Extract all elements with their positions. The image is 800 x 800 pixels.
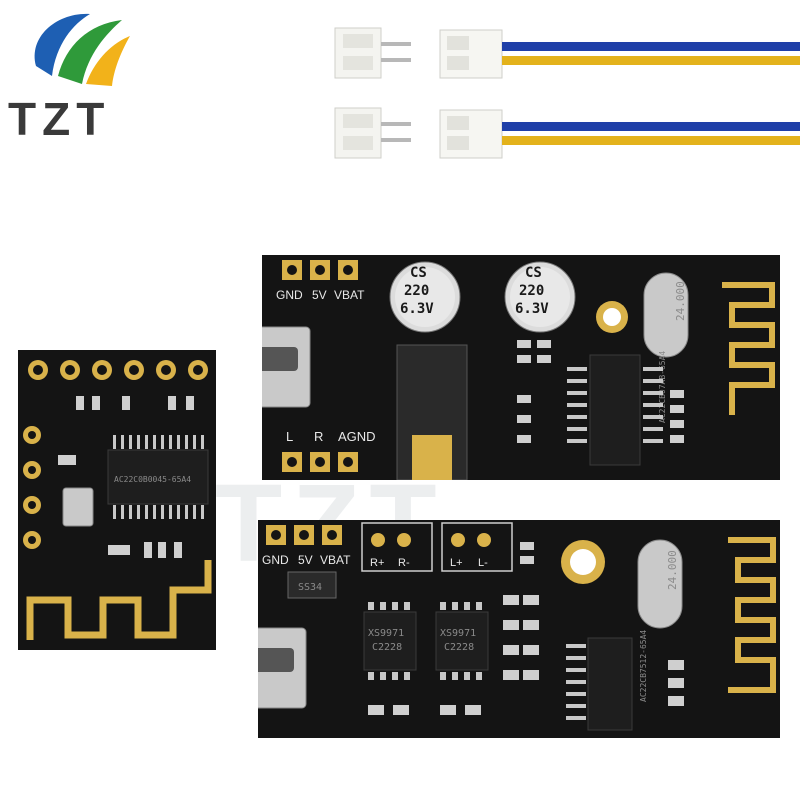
svg-text:220: 220 [519,283,544,299]
svg-text:C2228: C2228 [372,642,402,653]
board-top-label-gnd: GND [276,288,303,302]
svg-text:220: 220 [404,283,429,299]
amp-chip-2: XS9971 C2228 [435,611,489,671]
connector-cable-1 [334,27,800,79]
main-chip: AC22CB07AB-65A4 [589,351,667,466]
small-board-crystal [62,487,94,527]
board-top-label-agnd: AGND [338,429,376,444]
tzt-logo-icon [34,13,130,86]
capacitor-2: CS 220 6.3V [504,261,576,333]
svg-text:XS9971: XS9971 [440,628,476,639]
board-bottom-label-vbat: VBAT [320,553,351,567]
svg-text:CS: CS [410,265,427,281]
board-small: AC22C0B0045-65A4 [18,350,216,650]
svg-text:SS34: SS34 [298,582,322,593]
svg-text:XS9971: XS9971 [368,628,404,639]
svg-text:AC22CB7512-65A4: AC22CB7512-65A4 [639,630,648,702]
connector-cable-2 [334,107,800,159]
amp-chip-1: XS9971 C2228 [363,611,417,671]
small-board-antenna [26,560,212,640]
antenna-trace [722,282,775,415]
speaker-label-r-minus: R- [398,557,410,569]
tzt-logo [18,6,138,91]
antenna-trace-bottom [728,537,776,693]
board-bottom-label-gnd: GND [262,553,289,567]
svg-text:AC22CB07AB-65A4: AC22CB07AB-65A4 [658,351,667,423]
board-top-label-l: L [286,429,293,444]
board-bottom: GND 5V VBAT R+ R- L+ L- SS34 XS9971 C222… [258,520,780,738]
speaker-label-r-plus: R+ [370,557,384,569]
svg-text:24.000: 24.000 [674,281,687,321]
svg-text:24.000: 24.000 [666,550,679,590]
crystal-oscillator: 24.000 [643,272,689,358]
board-top-label-5v: 5V [312,288,327,302]
svg-text:6.3V: 6.3V [400,301,434,317]
board-top-label-vbat: VBAT [334,288,365,302]
svg-text:C2228: C2228 [444,642,474,653]
brand-name: TZT [8,93,111,145]
connector-cables [334,27,800,159]
crystal-oscillator-bottom: 24.000 [637,539,683,629]
board-top: GND 5V VBAT L R AGND CS 220 6.3V CS 220 … [262,255,780,480]
speaker-label-l-plus: L+ [450,557,463,569]
board-bottom-label-5v: 5V [298,553,313,567]
svg-text:AC22C0B0045-65A4: AC22C0B0045-65A4 [114,475,191,484]
speaker-label-l-minus: L- [478,557,488,569]
diode: SS34 [287,571,337,599]
svg-text:6.3V: 6.3V [515,301,549,317]
small-board-chip: AC22C0B0045-65A4 [107,449,209,505]
capacitor-1: CS 220 6.3V [389,261,461,333]
svg-text:CS: CS [525,265,542,281]
main-chip-bottom: AC22CB7512-65A4 [587,630,648,731]
board-top-label-r: R [314,429,323,444]
